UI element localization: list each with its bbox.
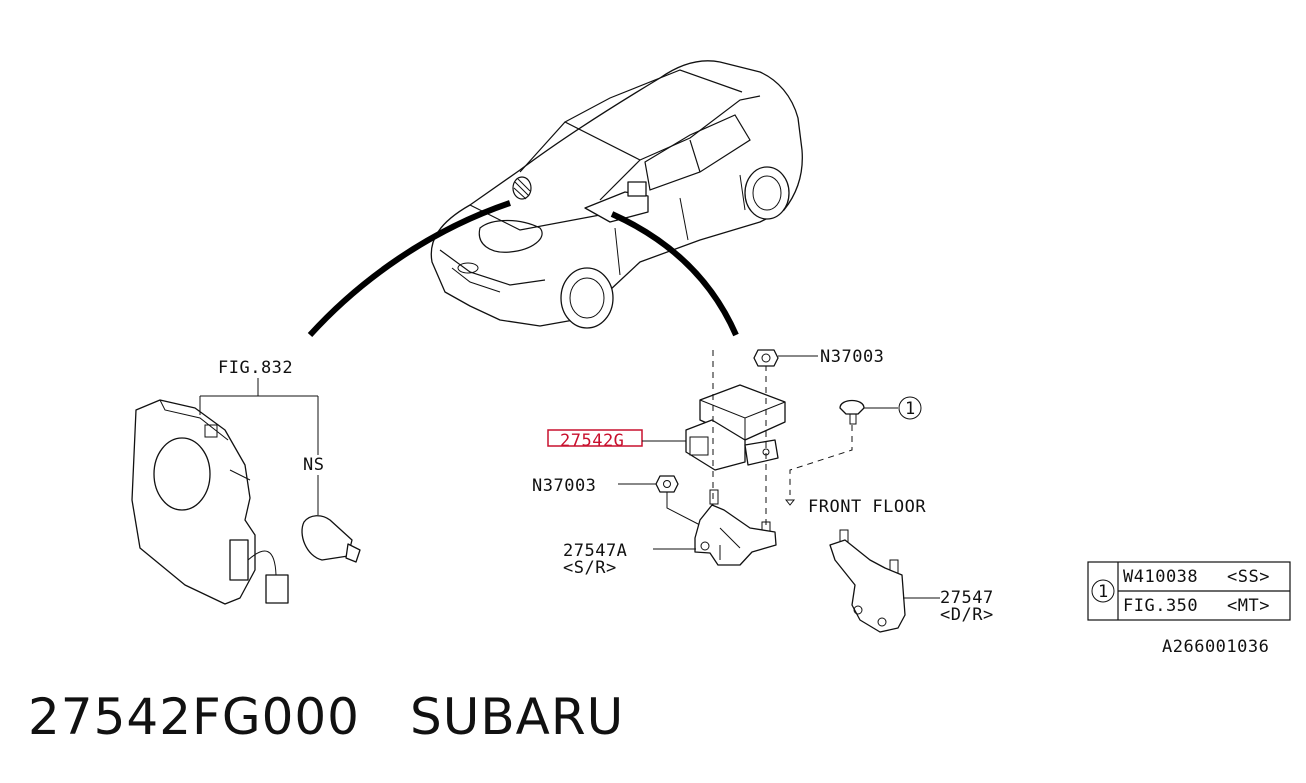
bracket-dr-illustration	[829, 529, 906, 633]
connector-plug-illustration	[301, 515, 361, 563]
pointer-arc-left	[307, 200, 511, 338]
diagram-id-label: A266001036	[1162, 637, 1269, 657]
table-callout-circle	[1091, 579, 1115, 603]
front-floor-label: FRONT FLOOR	[808, 497, 926, 517]
sensor-module-illustration	[685, 384, 786, 471]
bolt-top-icon	[753, 349, 779, 367]
callout-1-label: 1	[905, 399, 916, 419]
bracket-sr-label: 27547A	[563, 541, 627, 561]
table-callout-label: 1	[1098, 582, 1109, 602]
footer: 27542FG000 SUBARU	[28, 682, 624, 752]
clip-icon	[839, 399, 865, 425]
bolt-top-label: N37003	[820, 347, 884, 367]
bracket-sr-illustration	[694, 489, 777, 566]
fig-ref-label: FIG.832	[218, 358, 293, 378]
bracket-dr-label: 27547	[940, 588, 994, 608]
reference-table: 1 W410038 <SS> FIG.350 <MT>	[1087, 561, 1291, 621]
car-illustration	[430, 60, 803, 329]
fig-ref-leader	[199, 378, 319, 455]
part-main-highlight-box	[547, 429, 643, 447]
pointer-arc-right	[610, 211, 739, 337]
part-number: 27542FG000	[28, 688, 360, 746]
clock-spring-illustration	[131, 399, 289, 605]
ns-label: NS	[303, 455, 324, 475]
callout-1-circle	[898, 396, 922, 420]
part-main-label: 27542G	[560, 431, 624, 451]
bracket-sr-sub-label: <S/R>	[563, 558, 617, 578]
table-row-code: W410038	[1123, 567, 1198, 587]
table-row-code: FIG.350	[1123, 596, 1198, 616]
table-row-variant: <SS>	[1227, 567, 1270, 587]
bolt-left-icon	[655, 475, 679, 493]
bracket-dr-sub-label: <D/R>	[940, 605, 994, 625]
bolt-left-label: N37003	[532, 476, 596, 496]
table-row-variant: <MT>	[1227, 596, 1270, 616]
brand-name: SUBARU	[410, 688, 625, 746]
